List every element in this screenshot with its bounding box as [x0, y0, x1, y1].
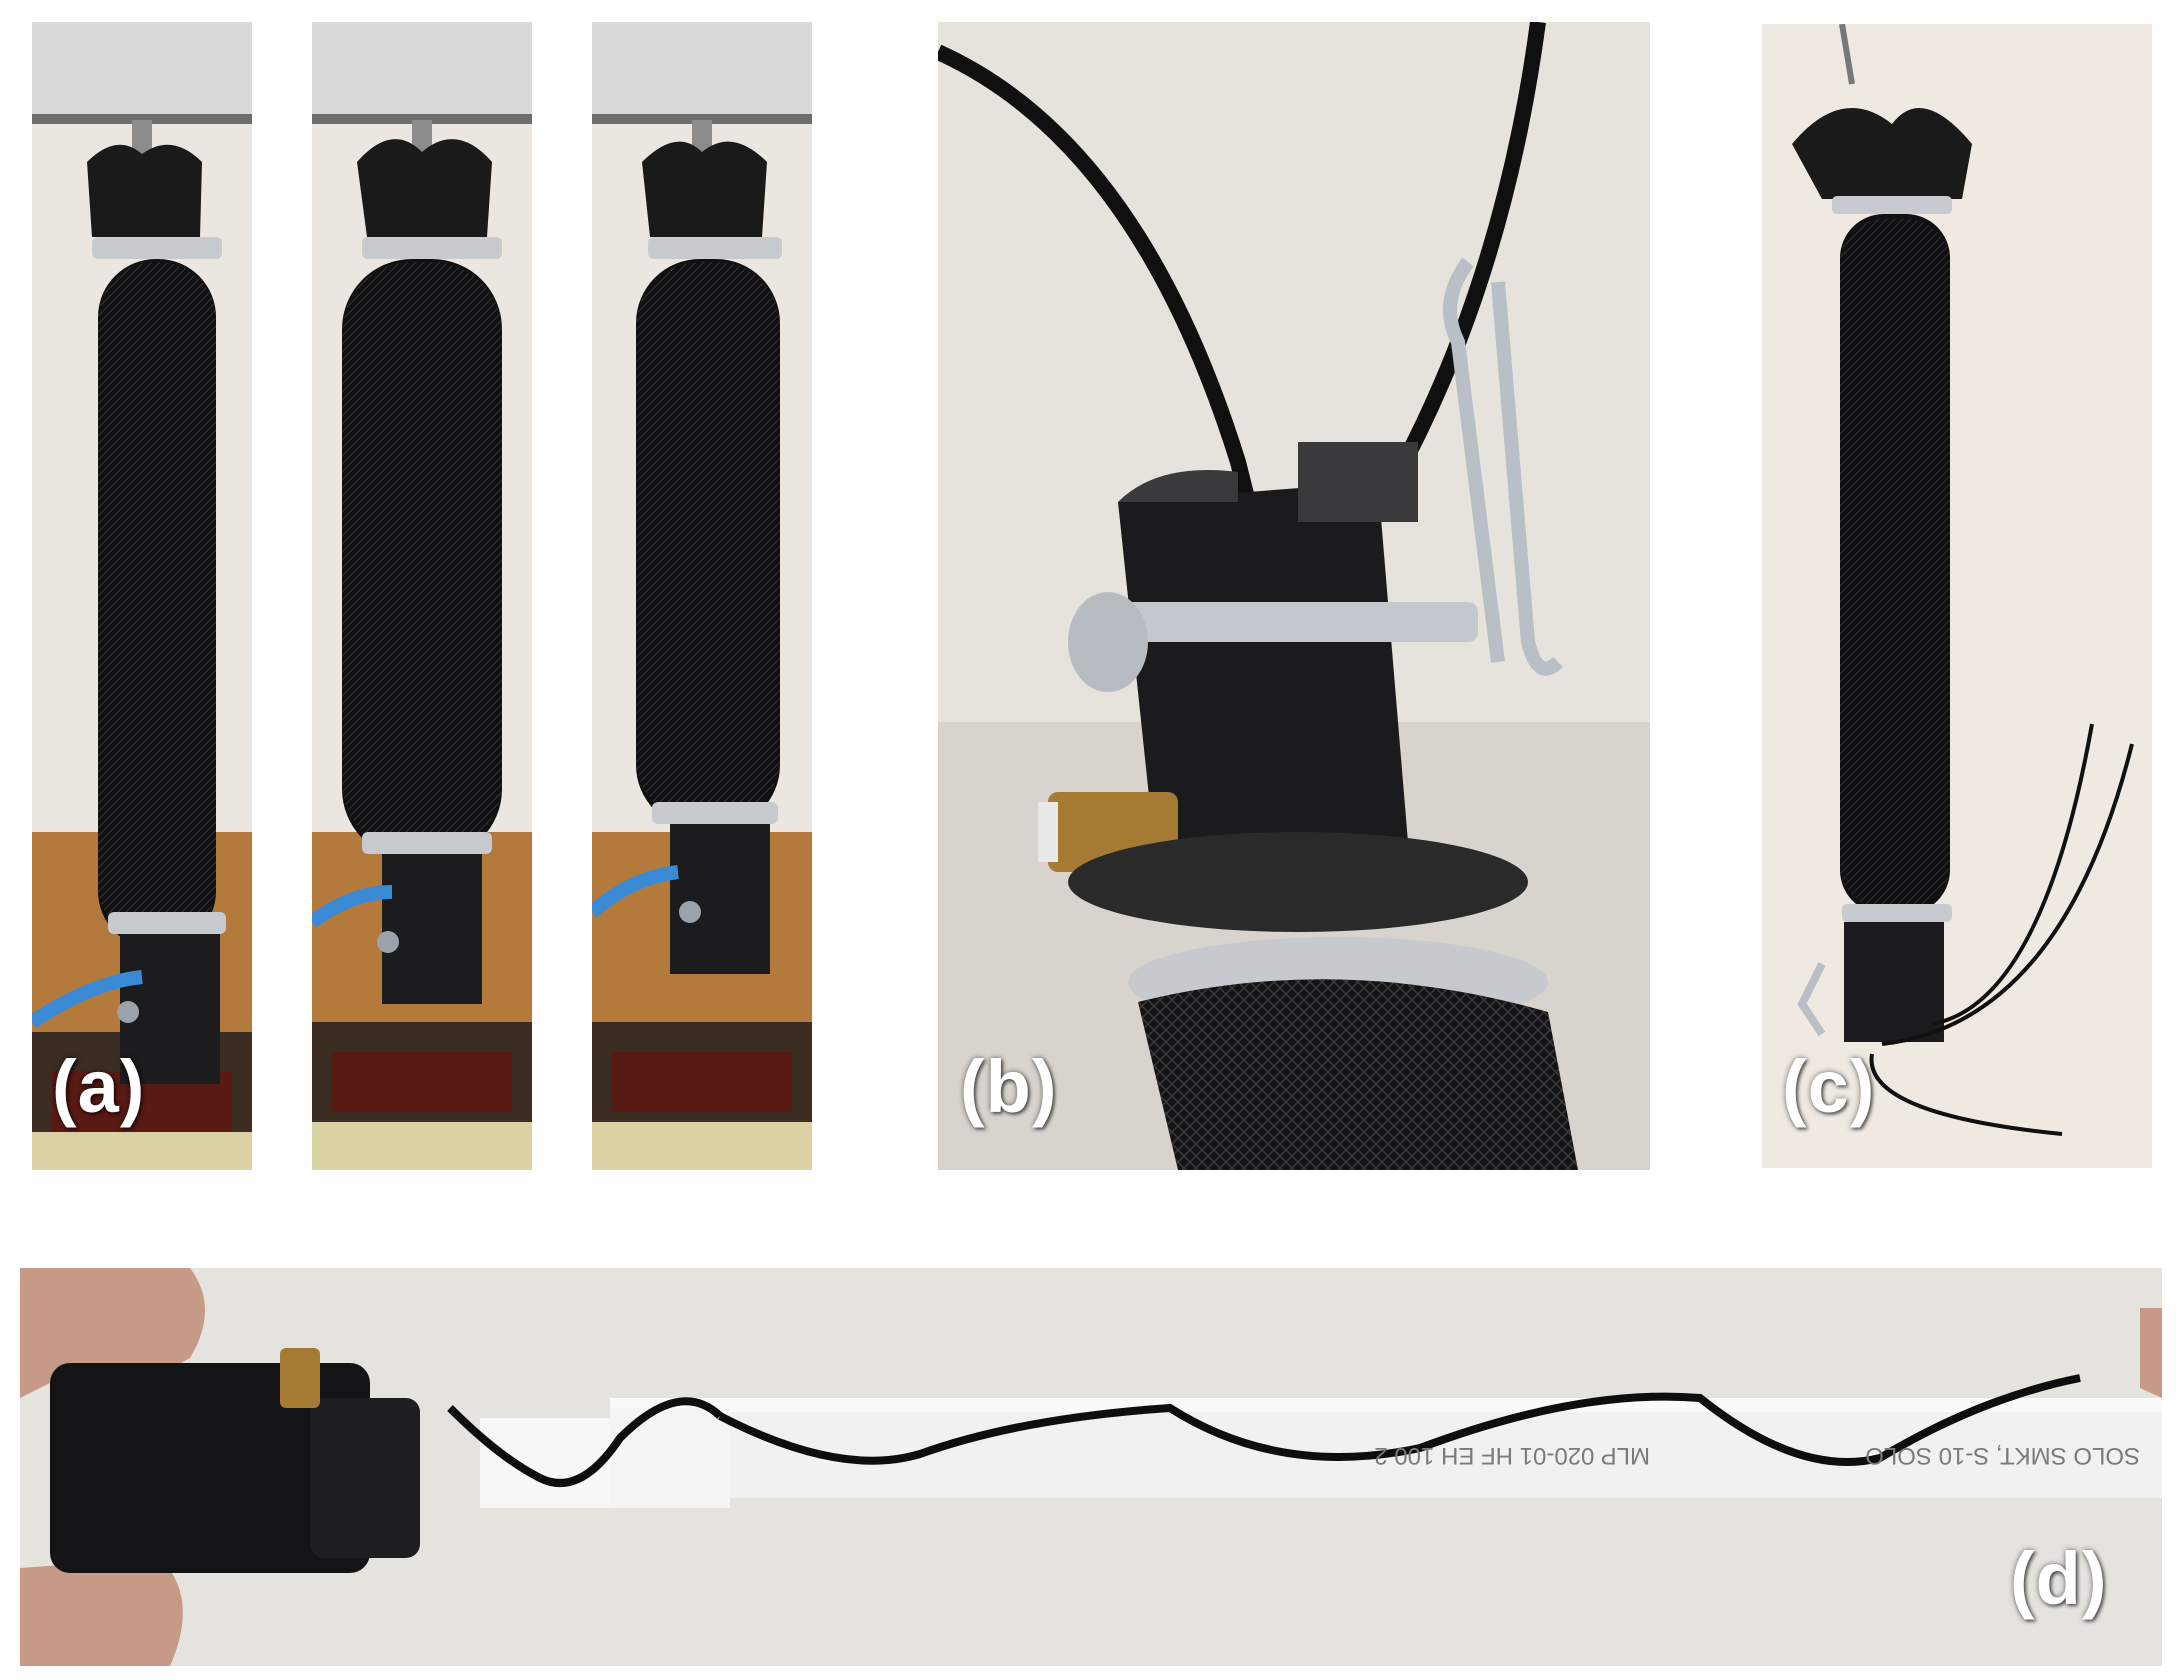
panel-a-actuator-1 [32, 22, 252, 1170]
panel-b-label: (b) [960, 1045, 1058, 1128]
tube-print-1: MLP 020-01 HF EH 100 2 [1374, 1442, 1650, 1469]
panel-b-endcap-closeup [938, 22, 1650, 1170]
panel-c-label: (c) [1782, 1045, 1876, 1128]
tube-print-2: SOLO SMKT, S-10 SOLO [1865, 1442, 2140, 1469]
panel-d-label: (d) [2010, 1537, 2108, 1620]
panel-a-label: (a) [52, 1045, 146, 1128]
panel-a-actuator-3 [592, 22, 812, 1170]
panel-d-tube-helix: MLP 020-01 HF EH 100 2 SOLO SMKT, S-10 S… [20, 1268, 2162, 1666]
panel-c-actuator-with-wires [1762, 24, 2152, 1168]
panel-a-actuator-2 [312, 22, 532, 1170]
